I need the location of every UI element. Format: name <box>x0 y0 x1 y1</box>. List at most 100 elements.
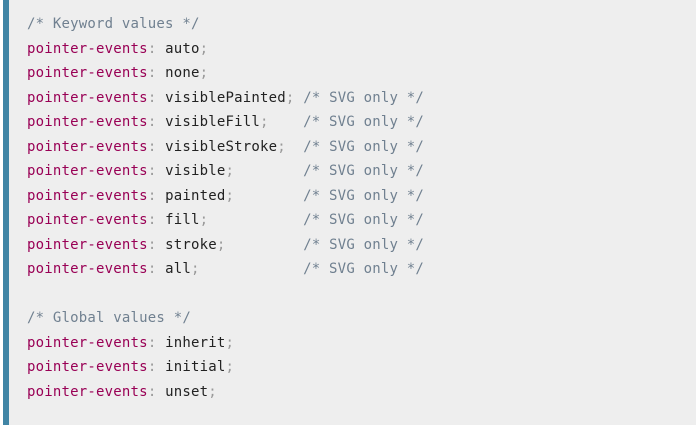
code-line: pointer-events: none; <box>27 61 688 86</box>
code-token-plain <box>156 65 165 81</box>
code-token-value: visibleFill <box>165 114 261 130</box>
code-token-comment: /* SVG only */ <box>303 163 424 179</box>
code-token-punctuation: : <box>147 114 157 130</box>
code-token-comment: /* SVG only */ <box>303 236 424 253</box>
code-line: pointer-events: all; /* SVG only */ <box>27 257 688 282</box>
code-token-punctuation: ; <box>225 359 235 375</box>
code-token-punctuation: : <box>147 40 157 57</box>
code-token-comment: /* SVG only */ <box>303 261 424 277</box>
code-token-property: pointer-events <box>27 138 148 155</box>
code-token-punctuation: : <box>147 334 157 351</box>
code-token-value: painted <box>165 187 226 204</box>
code-token-punctuation: : <box>147 163 157 179</box>
code-token-comment: /* Global values */ <box>27 310 191 326</box>
code-token-punctuation: ; <box>260 114 269 130</box>
code-line: pointer-events: inherit; <box>27 331 688 356</box>
code-token-plain <box>156 261 165 277</box>
code-token-punctuation: ; <box>216 236 226 253</box>
code-token-plain <box>269 114 304 130</box>
code-token-plain <box>156 212 165 228</box>
code-token-punctuation: ; <box>190 261 200 277</box>
code-line: pointer-events: auto; <box>27 37 688 62</box>
code-token-plain <box>295 90 304 106</box>
code-token-punctuation: : <box>147 261 157 277</box>
code-token-plain <box>156 114 165 130</box>
code-token-punctuation: ; <box>285 89 295 106</box>
code-token-value: inherit <box>165 334 226 351</box>
code-token-comment: /* SVG only */ <box>303 212 424 228</box>
code-token-property: pointer-events <box>27 89 148 106</box>
code-token-punctuation: : <box>147 187 157 204</box>
code-token-plain <box>156 41 165 57</box>
code-token-plain <box>156 359 165 375</box>
code-token-comment: /* SVG only */ <box>303 138 424 155</box>
code-token-comment: /* SVG only */ <box>303 114 424 130</box>
code-token-plain <box>234 163 303 179</box>
code-token-plain <box>286 139 303 155</box>
code-line <box>27 282 688 307</box>
code-line: pointer-events: unset; <box>27 380 688 405</box>
code-token-punctuation: : <box>147 138 157 155</box>
code-token-comment: /* SVG only */ <box>303 187 424 204</box>
code-token-value: stroke <box>165 236 217 253</box>
code-token-value: auto <box>165 40 200 57</box>
code-line: pointer-events: visibleFill; /* SVG only… <box>27 110 688 135</box>
code-token-value: visiblePainted <box>165 89 286 106</box>
code-block: /* Keyword values */ pointer-events: auto… <box>3 0 696 425</box>
code-token-value: all <box>165 261 191 277</box>
code-token-punctuation: ; <box>199 40 209 57</box>
code-token-punctuation: ; <box>208 383 217 400</box>
code-token-property: pointer-events <box>27 261 148 277</box>
code-token-punctuation: ; <box>199 65 209 81</box>
code-token-punctuation: : <box>147 89 157 106</box>
code-token-punctuation: ; <box>199 212 209 228</box>
code-token-plain <box>156 335 165 351</box>
code-token-plain <box>156 90 165 106</box>
code-line: pointer-events: visible; /* SVG only */ <box>27 159 688 184</box>
code-token-property: pointer-events <box>27 114 148 130</box>
code-token-plain <box>156 163 165 179</box>
code-token-plain <box>200 261 304 277</box>
code-line: /* Global values */ <box>27 306 688 331</box>
code-token-property: pointer-events <box>27 65 148 81</box>
code-token-value: none <box>165 65 200 81</box>
code-token-comment: /* Keyword values */ <box>27 16 200 32</box>
code-token-plain <box>156 188 165 204</box>
code-token-property: pointer-events <box>27 40 148 57</box>
code-token-punctuation: ; <box>225 187 235 204</box>
code-token-punctuation: ; <box>225 334 235 351</box>
code-token-punctuation: ; <box>225 163 235 179</box>
code-token-property: pointer-events <box>27 212 148 228</box>
code-token-property: pointer-events <box>27 383 148 400</box>
code-token-property: pointer-events <box>27 359 148 375</box>
code-token-plain <box>156 237 165 253</box>
code-line: pointer-events: painted; /* SVG only */ <box>27 184 688 209</box>
code-token-punctuation: : <box>147 236 157 253</box>
code-token-punctuation: : <box>147 383 157 400</box>
code-token-plain <box>156 384 165 400</box>
code-token-value: initial <box>165 359 226 375</box>
code-content: /* Keyword values */ pointer-events: auto… <box>27 12 688 404</box>
code-token-punctuation: : <box>147 359 157 375</box>
code-token-property: pointer-events <box>27 187 148 204</box>
code-token-value: fill <box>165 212 200 228</box>
code-line: pointer-events: initial; <box>27 355 688 380</box>
code-token-value: unset <box>165 383 209 400</box>
code-token-punctuation: : <box>147 65 157 81</box>
code-line: pointer-events: stroke; /* SVG only */ <box>27 233 688 258</box>
code-token-punctuation: ; <box>277 138 286 155</box>
code-line: pointer-events: visibleStroke; /* SVG on… <box>27 135 688 160</box>
code-token-property: pointer-events <box>27 163 148 179</box>
code-token-plain <box>156 139 165 155</box>
code-token-property: pointer-events <box>27 236 148 253</box>
code-token-plain <box>226 237 304 253</box>
code-token-value: visibleStroke <box>165 138 278 155</box>
code-token-plain <box>208 212 303 228</box>
code-token-plain <box>234 188 303 204</box>
code-token-value: visible <box>165 163 226 179</box>
code-line: pointer-events: visiblePainted; /* SVG o… <box>27 86 688 111</box>
code-line: pointer-events: fill; /* SVG only */ <box>27 208 688 233</box>
code-token-punctuation: : <box>147 212 157 228</box>
code-token-property: pointer-events <box>27 334 148 351</box>
code-token-comment: /* SVG only */ <box>303 89 424 106</box>
